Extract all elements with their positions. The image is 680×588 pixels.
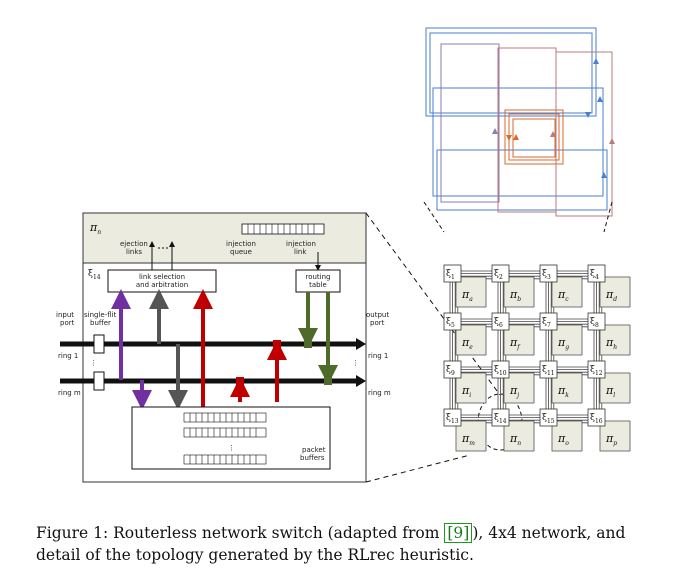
router-13 xyxy=(443,408,462,427)
pe-label-b: πb xyxy=(509,288,521,303)
router-14 xyxy=(491,408,510,427)
pe-label-f: πf xyxy=(509,336,521,351)
pe-label-j: πj xyxy=(509,384,519,399)
pi-n-label: πn xyxy=(89,221,101,236)
pe-label-d: πd xyxy=(605,288,617,303)
injection-queue xyxy=(241,223,325,235)
router-label-12: ξ12 xyxy=(590,365,603,377)
router-16 xyxy=(587,408,606,427)
ring1-right-label: ring 1 xyxy=(368,352,388,360)
router-4 xyxy=(587,264,606,283)
svg-text:⋮: ⋮ xyxy=(90,359,97,367)
router-label-16: ξ16 xyxy=(590,413,603,425)
router-15 xyxy=(539,408,558,427)
router-9 xyxy=(443,360,462,379)
router-label-15: ξ15 xyxy=(542,413,555,425)
citation-link[interactable]: [9] xyxy=(444,523,473,543)
pe-label-i: πi xyxy=(461,384,471,399)
pe-label-m: πm xyxy=(461,432,475,447)
ring-topology xyxy=(425,27,615,217)
router-3 xyxy=(539,264,558,283)
router-6 xyxy=(491,312,510,331)
router-8 xyxy=(587,312,606,331)
pe-label-l: πl xyxy=(605,384,615,399)
router-1 xyxy=(443,264,462,283)
router-label-4: ξ4 xyxy=(590,269,599,281)
packet-buffer-rows xyxy=(183,412,267,465)
pe-label-k: πk xyxy=(557,384,569,399)
router-10 xyxy=(491,360,510,379)
router-12 xyxy=(587,360,606,379)
router-label-2: ξ2 xyxy=(494,269,503,281)
svg-text:⋮: ⋮ xyxy=(352,359,359,367)
router-label-5: ξ5 xyxy=(446,317,455,329)
pe-label-p: πp xyxy=(605,432,617,447)
router-label-9: ξ9 xyxy=(446,365,455,377)
router-label-7: ξ7 xyxy=(542,317,551,329)
router-label-3: ξ3 xyxy=(542,269,551,281)
pe-label-h: πh xyxy=(605,336,617,351)
network-grid: ξ1πaξ2πbξ3πcξ4πdξ5πeξ6πfξ7πgξ8πhξ9πiξ10π… xyxy=(443,264,631,452)
ringm-left-label: ring m xyxy=(58,389,81,397)
pe-label-g: πg xyxy=(557,336,569,351)
router-label-6: ξ6 xyxy=(494,317,503,329)
router-label-8: ξ8 xyxy=(590,317,599,329)
router-11 xyxy=(539,360,558,379)
pe-label-n: πn xyxy=(509,432,521,447)
router-label-10: ξ10 xyxy=(494,365,507,377)
svg-text:⋮: ⋮ xyxy=(228,444,235,452)
figure-caption: Figure 1: Routerless network switch (ada… xyxy=(36,523,626,564)
router-5 xyxy=(443,312,462,331)
router-2 xyxy=(491,264,510,283)
router-label-11: ξ11 xyxy=(542,365,555,377)
pe-label-a: πa xyxy=(461,288,473,303)
router-7 xyxy=(539,312,558,331)
router-label-14: ξ14 xyxy=(494,413,507,425)
ring1-left-label: ring 1 xyxy=(58,352,78,360)
pe-label-c: πc xyxy=(557,288,569,303)
router-label-1: ξ1 xyxy=(446,269,455,281)
router-label-13: ξ13 xyxy=(446,413,459,425)
pe-label-o: πo xyxy=(557,432,569,447)
xi-14-label: ξ14 xyxy=(88,269,101,281)
ringm-right-label: ring m xyxy=(368,389,391,397)
pe-label-e: πe xyxy=(461,336,473,351)
